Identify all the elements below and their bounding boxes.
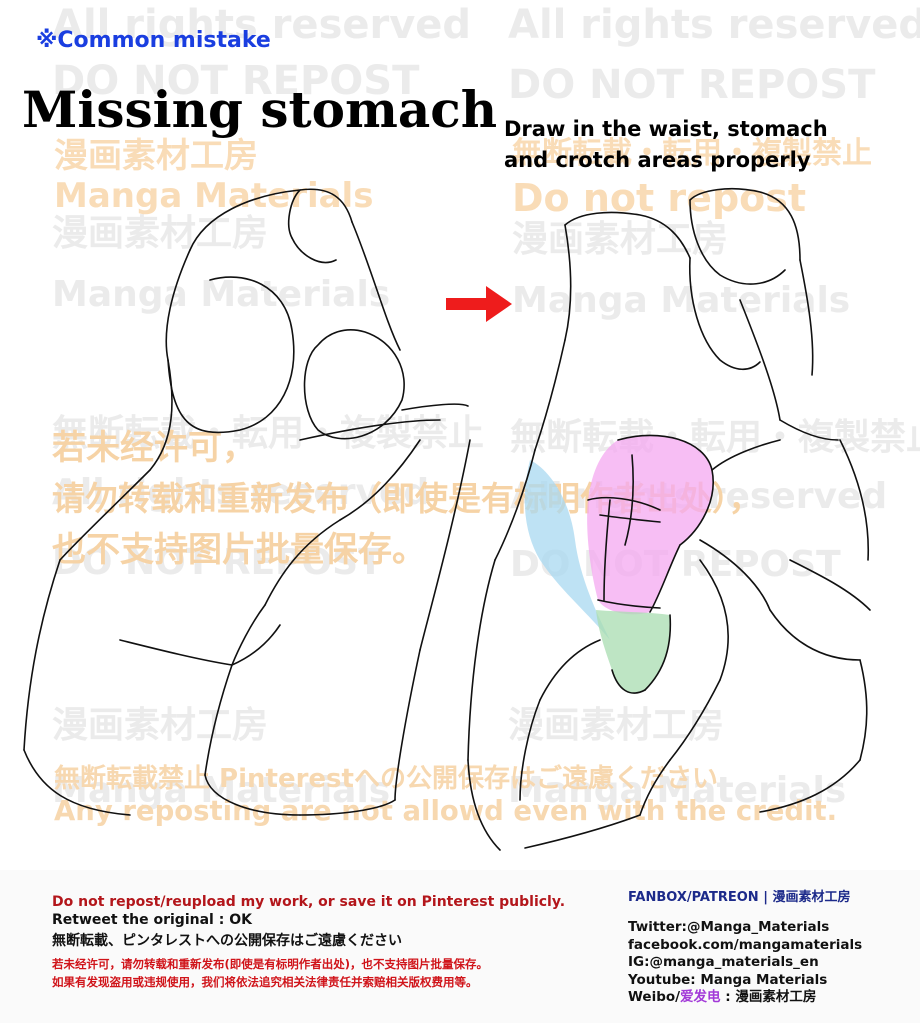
caption-line: and crotch areas properly xyxy=(504,148,811,172)
highlight-regions xyxy=(524,435,714,694)
figure-drawings xyxy=(23,187,871,851)
notice-en: Do not repost/reupload my work, or save … xyxy=(52,894,566,910)
weibo-prefix: Weibo/ xyxy=(628,989,681,1005)
weibo-link[interactable]: Weibo/爱发电 : 漫画素材工房 xyxy=(628,989,918,1007)
footer-notices: Do not repost/reupload my work, or save … xyxy=(52,894,622,990)
stomach-highlight xyxy=(587,435,714,615)
notice-retweet: Retweet the original : OK xyxy=(52,912,252,928)
platforms-link[interactable]: FANBOX/PATREON xyxy=(628,890,759,905)
page-title: Missing stomach xyxy=(22,80,498,139)
torso-sketch-corrected xyxy=(467,187,871,851)
arrow-icon xyxy=(446,286,512,322)
twitter-link[interactable]: Twitter:@Manga_Materials xyxy=(628,919,830,935)
weibo-suffix: : 漫画素材工房 xyxy=(720,989,817,1005)
facebook-link[interactable]: facebook.com/mangamaterials xyxy=(628,936,863,953)
caption: Draw in the waist, stomach and crotch ar… xyxy=(504,114,904,176)
instagram-link[interactable]: IG:@manga_materials_en xyxy=(628,954,819,970)
footer-social: FANBOX/PATREON | 漫画素材工房 Twitter:@Manga_M… xyxy=(628,886,918,1007)
notice-cn: 如果有发现盗用或违规使用，我们将依法追究相关法律责任并索赔相关版权费用等。 xyxy=(52,975,478,989)
weibo-highlight: 爱发电 xyxy=(680,989,721,1005)
torso-sketch-mistake xyxy=(23,188,471,816)
platforms-heading: FANBOX/PATREON | 漫画素材工房 xyxy=(628,886,918,905)
section-label: ※Common mistake xyxy=(36,28,271,53)
caption-line: Draw in the waist, stomach xyxy=(504,117,828,141)
youtube-link[interactable]: Youtube: Manga Materials xyxy=(628,971,828,988)
separator: | xyxy=(763,890,768,905)
studio-name: 漫画素材工房 xyxy=(772,890,851,905)
notice-cn: 若未经许可，请勿转载和重新发布(即使是有标明作者出处)，也不支持图片批量保存。 xyxy=(52,957,489,971)
waist-highlight xyxy=(524,460,610,640)
crotch-highlight xyxy=(596,610,671,694)
notice-jp: 無断転載、ピンタレストへの公開保存はご遠慮ください xyxy=(52,933,402,949)
footer: Do not repost/reupload my work, or save … xyxy=(0,870,920,1023)
